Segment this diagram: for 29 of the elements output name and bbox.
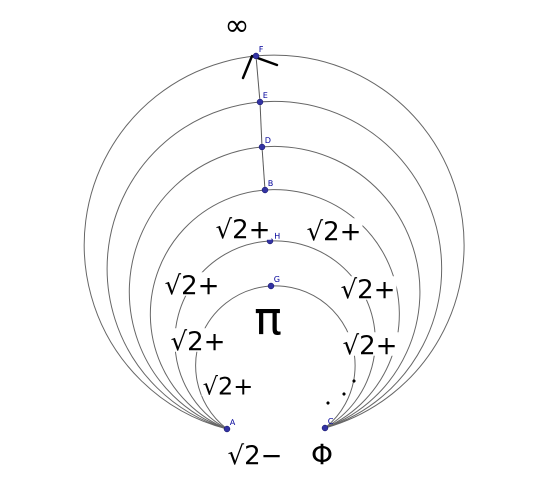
line-segment [260,104,262,144]
line-segment [256,58,260,100]
line-segment [262,150,266,188]
node-label: E [264,92,268,98]
node-label: A [230,419,236,426]
handwritten-label: √2+ [306,218,362,242]
node-label: G [274,276,280,282]
handwritten-label: √2+ [342,332,398,356]
point: C [322,418,333,432]
handwritten-label: Φ [310,442,334,466]
handwritten-label: √2+ [202,374,254,396]
node-label: H [274,232,280,239]
point: B [262,180,273,194]
point: F [252,46,263,60]
point: E [256,92,268,106]
node-label: B [268,180,273,186]
point: D [258,137,270,150]
handwritten-label: √2+ [164,272,220,296]
handwritten-label: π [253,308,283,336]
handwritten-label: √2− [226,442,284,466]
point: G [268,276,280,290]
handwritten-label: √2+ [340,276,396,300]
node-label: C [328,418,333,424]
handwritten-label: √2+ [170,328,226,352]
handwritten-label: ∞ [224,20,250,36]
node-label: D [266,137,270,144]
node-label: F [260,46,263,52]
handwritten-label: √2+ [214,216,272,240]
point: A [224,419,236,432]
